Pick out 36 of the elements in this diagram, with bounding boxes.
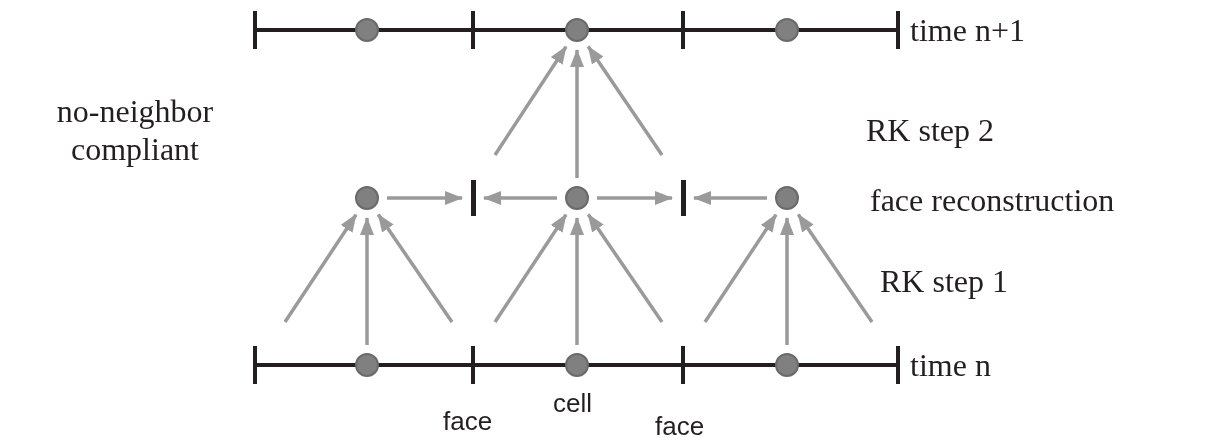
arrow [597,191,673,205]
arrow [283,213,358,323]
cell-dot [775,18,799,42]
arrow [493,45,568,156]
cell-label: cell [553,387,592,420]
face-label: face [655,410,705,443]
time-label: time n+1 [910,11,1025,49]
arrow [570,49,584,178]
cell-dot [355,18,379,42]
cell-dot [775,353,799,377]
step-label: RK step 1 [880,262,1008,300]
time-label: time n [910,346,991,384]
cell-dot [565,353,589,377]
cell-dot [775,186,799,210]
arrow [570,217,584,345]
arrow [586,213,664,323]
arrow [693,191,767,205]
face-label: face [443,405,493,438]
arrow [493,213,568,323]
step-label: RK step 2 [866,111,994,149]
arrow [780,217,794,345]
face-tick [680,180,686,216]
annotation-text: no-neighbor compliant [55,92,215,168]
arrow [483,191,557,205]
cell-dot [565,186,589,210]
arrow [703,213,778,323]
arrow [360,217,374,345]
cell-dot [355,353,379,377]
cell-dot [565,18,589,42]
step-label: face reconstruction [870,181,1115,219]
arrow [387,191,463,205]
cell-dot [355,186,379,210]
face-tick [470,180,476,216]
arrow [796,213,874,323]
arrow [586,45,664,156]
arrow [376,213,454,323]
